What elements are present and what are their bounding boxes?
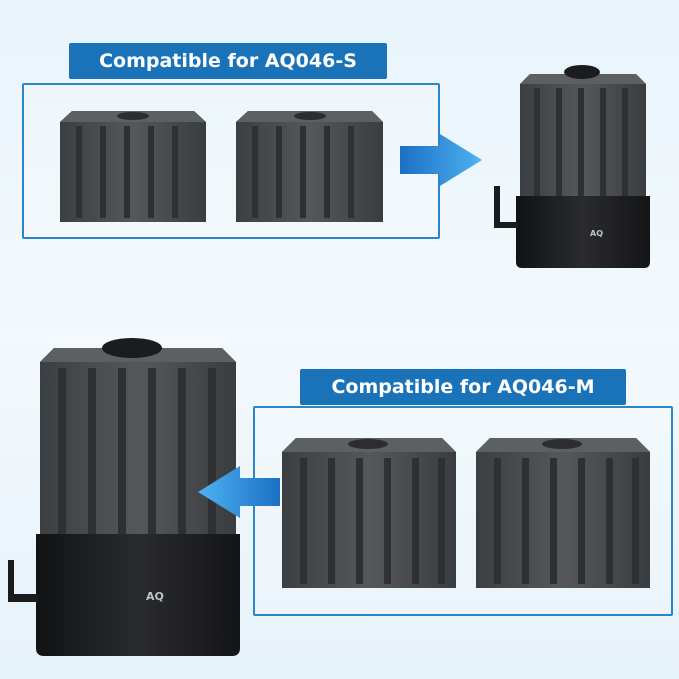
filter-assembled-small: AQ: [494, 65, 650, 268]
svg-text:AQ: AQ: [146, 590, 164, 603]
sponge-small-2: [236, 111, 383, 222]
top-compat-label: Compatible for AQ046-S: [69, 43, 387, 79]
svg-text:AQ: AQ: [590, 229, 603, 238]
sponge-medium-1: [282, 438, 456, 588]
filter-assembled-large: AQ: [8, 338, 240, 656]
arrow-right-icon: [400, 134, 482, 186]
arrow-left-icon: [198, 466, 280, 518]
bottom-compat-label: Compatible for AQ046-M: [300, 369, 626, 405]
sponge-medium-2: [476, 438, 650, 588]
sponge-small-1: [60, 111, 206, 222]
